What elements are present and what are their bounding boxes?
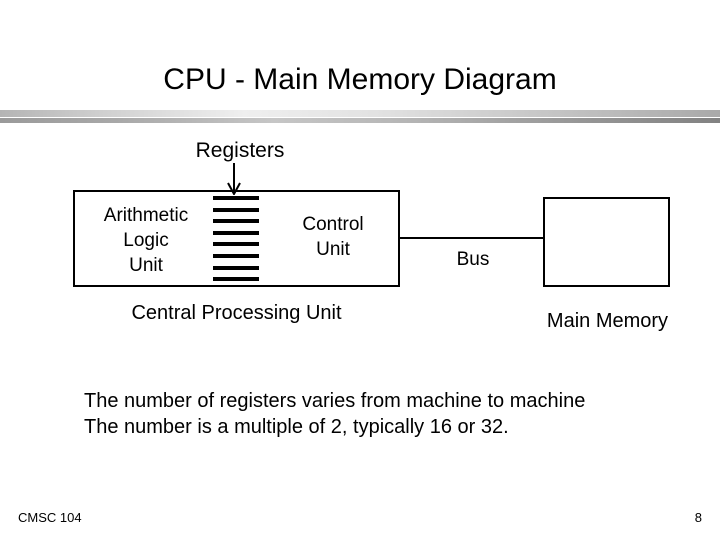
alu-label: Arithmetic Logic Unit xyxy=(80,203,212,278)
alu-label-line: Unit xyxy=(129,255,163,276)
cpu-caption: Central Processing Unit xyxy=(131,302,342,324)
register-bar xyxy=(213,265,259,270)
bus-label: Bus xyxy=(456,249,490,270)
alu-label-line: Arithmetic xyxy=(103,205,189,226)
cpu-box xyxy=(73,190,400,287)
bus-line xyxy=(400,237,544,239)
register-stack xyxy=(213,196,259,288)
register-bar xyxy=(213,196,259,200)
registers-label: Registers xyxy=(195,139,285,162)
divider-bar-light xyxy=(0,110,720,117)
body-text: The number of registers varies from mach… xyxy=(84,388,684,440)
register-bar xyxy=(213,219,259,224)
footer-course-label: CMSC 104 xyxy=(18,510,82,525)
main-memory-caption: Main Memory xyxy=(546,310,669,332)
main-memory-box xyxy=(543,197,670,287)
body-text-line: The number is a multiple of 2, typically… xyxy=(84,416,509,438)
register-bar xyxy=(213,230,259,235)
divider-bar-dark xyxy=(0,118,720,123)
register-bar xyxy=(213,207,259,212)
register-bar xyxy=(213,254,259,258)
control-unit-label-line: Control xyxy=(302,214,364,235)
register-bar xyxy=(213,242,259,247)
footer-page-number: 8 xyxy=(694,510,702,525)
control-unit-label: Control Unit xyxy=(272,212,394,262)
register-bar xyxy=(213,277,259,282)
down-arrow-icon xyxy=(227,163,241,195)
body-text-line: The number of registers varies from mach… xyxy=(84,390,586,412)
alu-label-line: Logic xyxy=(123,230,169,251)
page-title: CPU - Main Memory Diagram xyxy=(163,63,557,96)
control-unit-label-line: Unit xyxy=(316,239,350,260)
